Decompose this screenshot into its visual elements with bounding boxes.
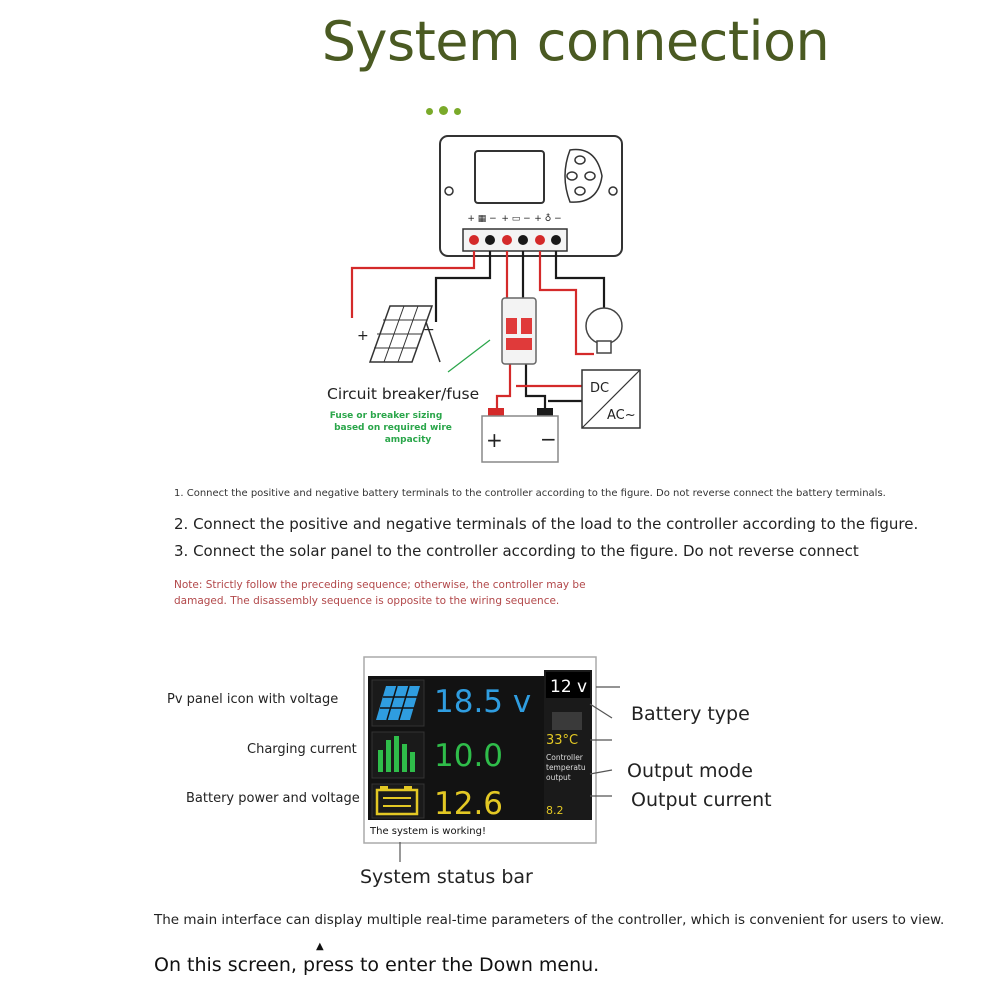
output-current-value: 8.2 xyxy=(546,804,564,817)
battery-icon xyxy=(481,408,559,463)
up-arrow-icon: ▲ xyxy=(316,941,324,952)
dot-icon xyxy=(454,108,461,115)
terminal-label-battery: + ▭ − xyxy=(501,214,530,224)
label-output-mode: Output mode xyxy=(627,760,753,782)
temperature-value: 33°C xyxy=(546,733,578,748)
pv-voltage-value: 18.5 v xyxy=(434,684,531,720)
battery-type-value: 12 v xyxy=(550,677,587,697)
solar-minus-sign: − xyxy=(423,322,435,338)
battery-minus-sign: − xyxy=(540,427,557,451)
status-message: The system is working! xyxy=(369,826,486,837)
lcd-display-diagram: 18.5 v 10.0 12.6 12 v 33°C Controller te… xyxy=(363,656,620,862)
ac-label: AC~ xyxy=(607,408,636,423)
decorative-dots xyxy=(426,100,467,119)
terminal-label-load: + ♁ − xyxy=(534,213,561,224)
breaker-note-line1: Fuse or breaker sizing xyxy=(330,411,443,421)
label-battery-power: Battery power and voltage xyxy=(186,791,360,806)
label-system-status-bar: System status bar xyxy=(360,866,533,888)
wires xyxy=(350,251,606,414)
battery-type-box xyxy=(546,672,590,698)
inverter-icon xyxy=(581,369,641,429)
dot-icon xyxy=(426,108,433,115)
terminal-negative-icon xyxy=(551,235,561,245)
button-pad xyxy=(564,148,603,203)
button-icon xyxy=(574,155,586,165)
terminal-screws xyxy=(469,235,561,245)
screw-icon xyxy=(444,186,454,196)
solar-plus-sign: + xyxy=(357,328,369,344)
terminal-label-solar: + ▦ − xyxy=(467,214,496,224)
footer-description: The main interface can display multiple … xyxy=(154,912,945,928)
footer-instruction: On this screen, press to enter the Down … xyxy=(154,954,600,976)
breaker-label: Circuit breaker/fuse xyxy=(327,385,479,403)
battery-plus-sign: + xyxy=(486,428,503,452)
thermometer-icon xyxy=(552,712,582,730)
instruction-step-1: 1. Connect the positive and negative bat… xyxy=(174,488,886,499)
button-icon xyxy=(584,171,596,181)
controller-screen xyxy=(474,150,545,204)
instruction-step-2: 2. Connect the positive and negative ter… xyxy=(174,515,919,533)
mode-text-line1: Controller xyxy=(546,753,584,762)
battery-voltage-value: 12.6 xyxy=(434,786,503,822)
terminal-positive-icon xyxy=(502,235,512,245)
terminal-positive-icon xyxy=(469,235,479,245)
breaker-pointer xyxy=(447,339,491,373)
breaker-note-line3: ampacity xyxy=(385,435,432,445)
screw-icon xyxy=(608,186,618,196)
mode-text-line2: temperatu xyxy=(546,763,586,772)
terminal-negative-icon xyxy=(518,235,528,245)
light-bulb-icon xyxy=(585,307,623,354)
label-pv-panel: Pv panel icon with voltage xyxy=(167,692,339,707)
pv-panel-icon xyxy=(371,679,425,727)
circuit-breaker-icon xyxy=(501,297,537,365)
lcd-battery-icon xyxy=(371,783,425,819)
terminal-negative-icon xyxy=(485,235,495,245)
mode-text-line3: output xyxy=(546,773,571,782)
solar-panel-icon xyxy=(368,305,441,363)
terminal-positive-icon xyxy=(535,235,545,245)
charging-current-icon xyxy=(371,731,425,779)
charging-current-value: 10.0 xyxy=(434,738,503,774)
controller-unit: + ▦ − + ▭ − + ♁ − xyxy=(439,135,623,257)
breaker-note-line2: based on required wire xyxy=(334,423,452,433)
wiring-diagram: + ▦ − + ▭ − + ♁ − + − xyxy=(327,135,641,463)
terminal-block xyxy=(462,228,568,252)
dot-icon xyxy=(439,106,448,115)
status-bar-area xyxy=(368,820,498,840)
label-output-current: Output current xyxy=(631,789,772,811)
button-icon xyxy=(566,171,578,181)
label-battery-type: Battery type xyxy=(631,703,750,725)
label-charging-current: Charging current xyxy=(247,742,357,757)
callout-lines xyxy=(399,686,620,862)
button-icon xyxy=(574,186,586,196)
dc-label: DC xyxy=(590,381,609,396)
warning-note: Note: Strictly follow the preceding sequ… xyxy=(174,579,586,607)
page-title: System connection xyxy=(321,10,830,73)
instruction-step-3: 3. Connect the solar panel to the contro… xyxy=(174,542,859,560)
